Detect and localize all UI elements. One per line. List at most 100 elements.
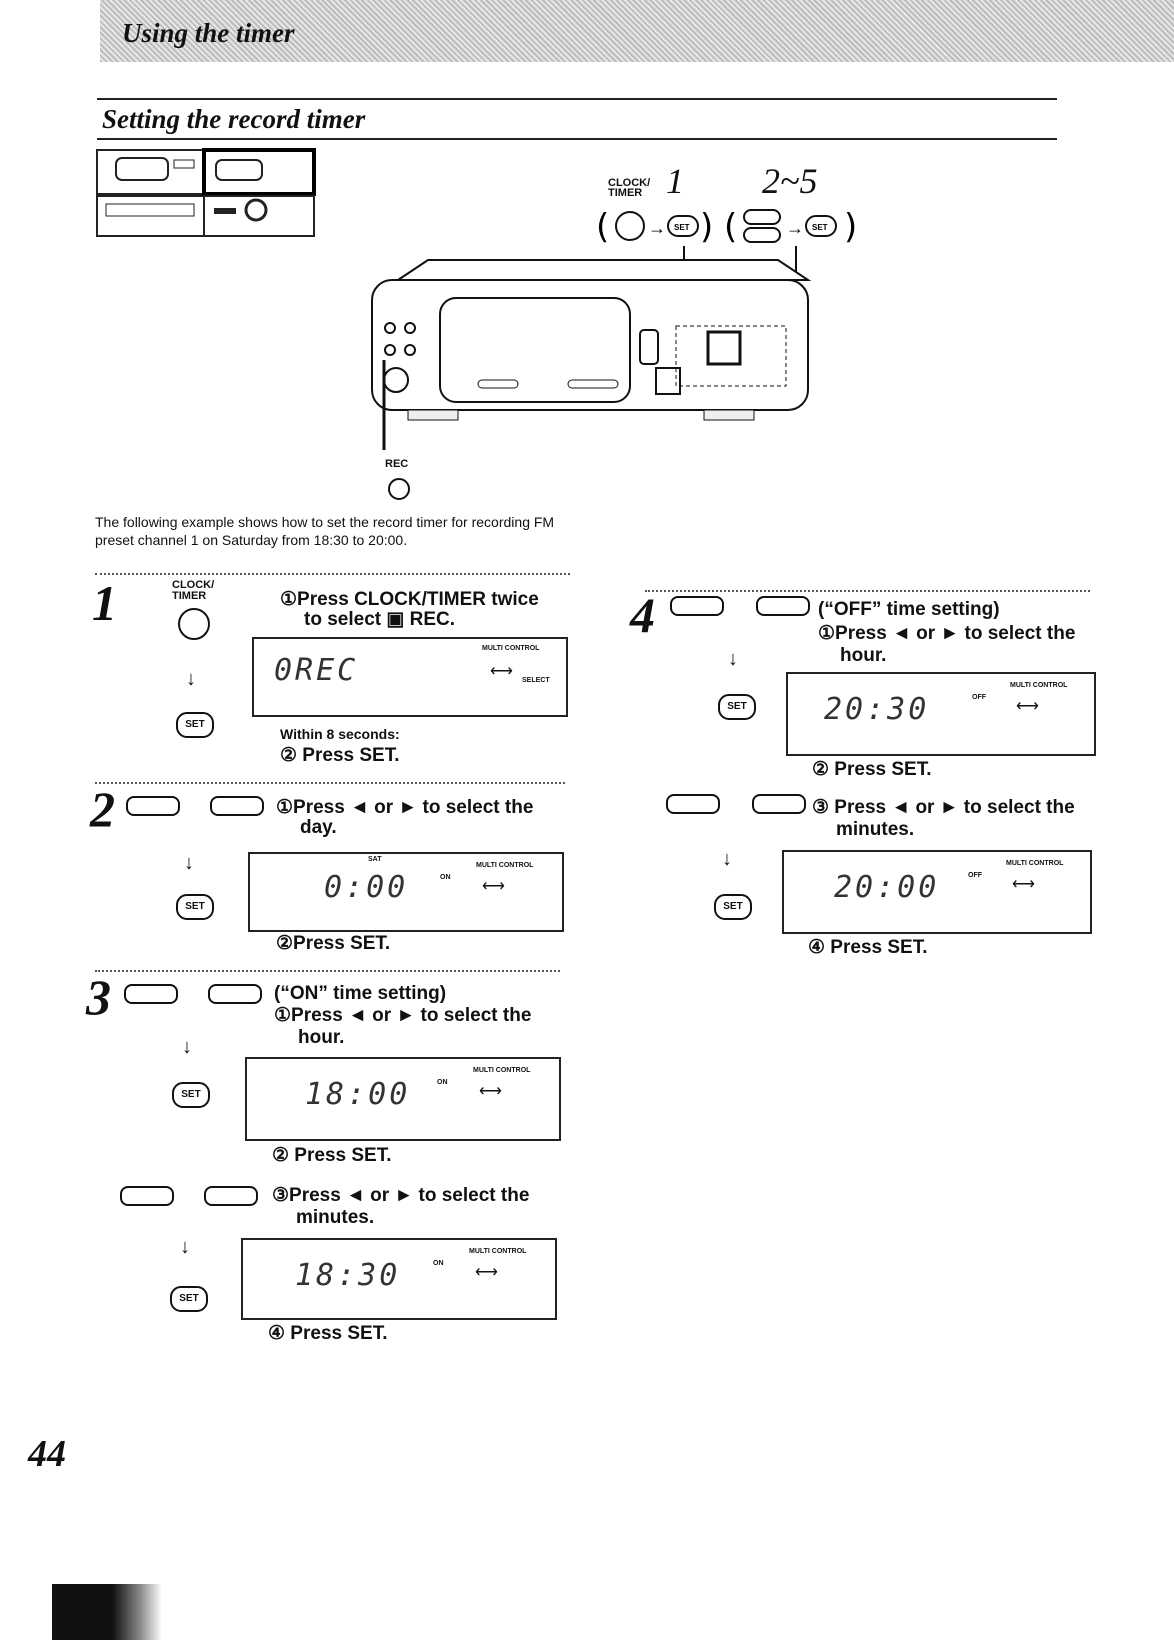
system-thumbnail-image (96, 148, 316, 237)
set-button-press-icon: SET (170, 1286, 208, 1312)
set-button-press-icon: SET (714, 894, 752, 920)
step-4-heading: (“OFF” time setting) (818, 599, 1000, 620)
arrow-down-icon: ↓ (728, 648, 738, 670)
divider-dots-1 (95, 573, 570, 575)
divider-dots-2 (95, 782, 565, 784)
lcd-multi-label: MULTI CONTROL (469, 1248, 527, 1255)
step-1-number: 1 (92, 575, 117, 631)
right-button-icon (208, 984, 262, 1004)
lcd-arrows-icon: ⟷ (490, 663, 513, 680)
arrow-down-icon: ↓ (182, 1036, 192, 1058)
step-2-number: 2 (90, 781, 115, 837)
lcd-reading: 18:30 (295, 1258, 401, 1293)
step-3-instruction-2: hour. (298, 1027, 345, 1048)
svg-text:SET: SET (812, 223, 828, 232)
step-3-instruction-6: ④ Press SET. (268, 1323, 388, 1344)
left-button-icon (124, 984, 178, 1004)
right-button-icon (204, 1186, 258, 1206)
arrow-down-icon: ↓ (722, 848, 732, 870)
lcd-reading: 0REC (274, 653, 359, 688)
lcd-arrows-icon: ⟷ (1016, 698, 1039, 715)
svg-text:(: ( (596, 207, 609, 247)
lcd-reading: 20:30 (824, 692, 930, 727)
step-4-number: 4 (630, 587, 655, 643)
lcd-reading: 18:00 (305, 1077, 411, 1112)
rec-button-icon (388, 478, 410, 500)
right-button-icon (756, 596, 810, 616)
step-3-instruction-1: ①Press ◄ or ► to select the (274, 1005, 532, 1026)
left-button-icon (666, 794, 720, 814)
step-1-instruction-3: ② Press SET. (280, 745, 400, 766)
lcd-off-label: OFF (972, 694, 986, 701)
left-button-icon (126, 796, 180, 816)
rule-top (97, 98, 1057, 100)
scan-edge-mark (52, 1584, 162, 1640)
divider-dots-3 (95, 970, 560, 972)
step-3-instruction-4: ③Press ◄ or ► to select the (272, 1185, 530, 1206)
lcd-multi-label: MULTI CONTROL (1010, 682, 1068, 689)
intro-text: The following example shows how to set t… (95, 514, 555, 548)
clock-timer-button-label: CLOCK/ TIMER (172, 579, 215, 602)
step-4-instruction-3: ② Press SET. (812, 759, 932, 780)
page-header-title: Using the timer (122, 18, 295, 48)
step-4-instruction-5: minutes. (836, 819, 915, 840)
set-button-press-icon: SET (176, 712, 214, 738)
button-sequence-icons: ( → SET ) ( → SET ) (596, 207, 857, 247)
set-button-press-icon: SET (172, 1082, 210, 1108)
lcd-reading: 0:00 (324, 870, 409, 905)
step-4-instruction-1: ①Press ◄ or ► to select the (818, 623, 1076, 644)
svg-text:→: → (786, 218, 804, 238)
lcd-arrows-icon: ⟷ (475, 1264, 498, 1281)
lcd-arrows-icon: ⟷ (1012, 876, 1035, 893)
lcd-multi-label: MULTI CONTROL (482, 645, 540, 652)
left-button-icon (670, 596, 724, 616)
lcd-on-label: ON (433, 1260, 444, 1267)
step-2-instruction-1: ①Press ◄ or ► to select the (276, 797, 534, 818)
lcd-display-step3-minutes: 18:30 ON MULTI CONTROL ⟷ (241, 1238, 557, 1320)
svg-text:): ) (844, 207, 857, 247)
lcd-display-step4-hour: 20:30 OFF MULTI CONTROL ⟷ (786, 672, 1096, 756)
step-3-heading: (“ON” time setting) (274, 983, 447, 1004)
lcd-on-label: ON (437, 1079, 448, 1086)
right-button-icon (752, 794, 806, 814)
arrow-down-icon: ↓ (180, 1236, 190, 1258)
lcd-display-step4-minutes: 20:00 OFF MULTI CONTROL ⟷ (782, 850, 1092, 934)
lcd-multi-label: MULTI CONTROL (476, 862, 534, 869)
svg-text:SET: SET (674, 223, 690, 232)
step-3-instruction-5: minutes. (296, 1207, 375, 1228)
lcd-display-step3-hour: 18:00 ON MULTI CONTROL ⟷ (245, 1057, 561, 1141)
diagram-step-2-5: 2~5 (762, 161, 818, 201)
lcd-reading: 20:00 (834, 870, 940, 905)
step-2-instruction-3: ②Press SET. (276, 933, 391, 954)
step-4-instruction-4: ③ Press ◄ or ► to select the (812, 797, 1075, 818)
header-band (100, 0, 1174, 62)
step-1-instruction-2: to select ▣ REC. (304, 609, 455, 630)
rec-label: REC (385, 458, 409, 470)
lcd-arrows-icon: ⟷ (479, 1083, 502, 1100)
section-title: Setting the record timer (102, 104, 366, 134)
lcd-arrows-icon: ⟷ (482, 878, 505, 895)
arrow-down-icon: ↓ (184, 852, 194, 874)
set-button-press-icon: SET (718, 694, 756, 720)
right-button-icon (210, 796, 264, 816)
step-4-instruction-6: ④ Press SET. (808, 937, 928, 958)
left-button-icon (120, 1186, 174, 1206)
svg-text:(: ( (724, 207, 737, 247)
arrow-down-icon: ↓ (186, 668, 196, 690)
lcd-sat-label: SAT (368, 856, 382, 863)
lcd-select-label: SELECT (522, 677, 550, 684)
lcd-display-step1: 0REC MULTI CONTROL ⟷ SELECT (252, 637, 568, 717)
svg-text:): ) (700, 207, 713, 247)
lcd-off-label: OFF (968, 872, 982, 879)
step-1-instruction-1: ①Press CLOCK/TIMER twice (280, 589, 539, 610)
page-number: 44 (28, 1433, 66, 1475)
lcd-multi-label: MULTI CONTROL (1006, 860, 1064, 867)
step-3-number: 3 (86, 969, 111, 1025)
clock-timer-label: CLOCK/ TIMER (608, 177, 651, 199)
rule-bottom (97, 138, 1057, 140)
lcd-multi-label: MULTI CONTROL (473, 1067, 531, 1074)
divider-dots-4 (645, 590, 1090, 592)
step-2-instruction-2: day. (300, 817, 337, 838)
step-3-instruction-3: ② Press SET. (272, 1145, 392, 1166)
diagram-step-1: 1 (666, 161, 684, 201)
